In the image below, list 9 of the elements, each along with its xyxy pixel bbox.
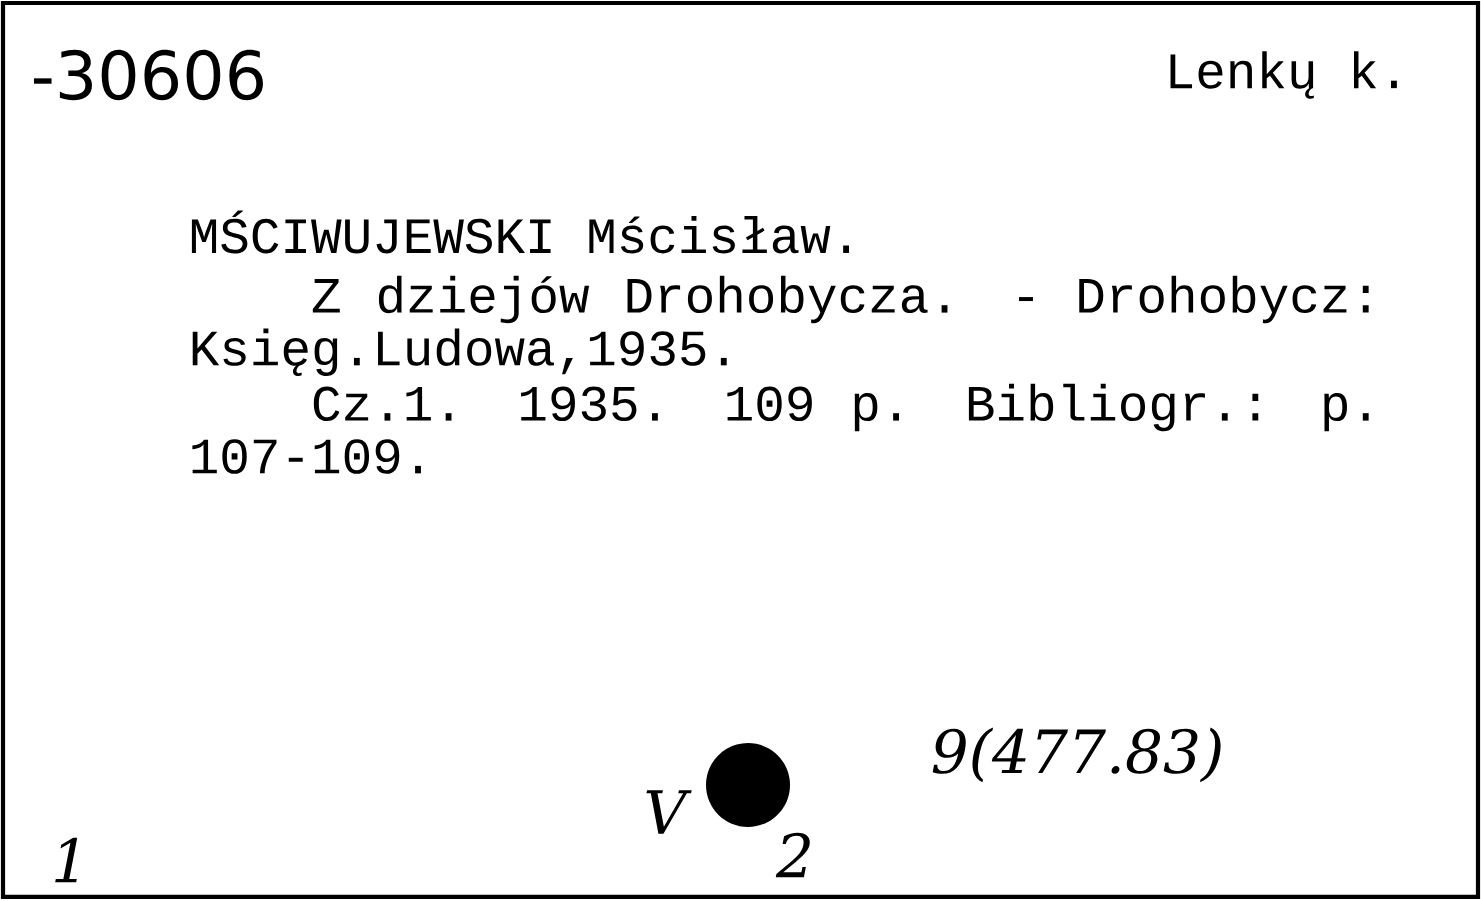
- description-entry: Cz.1. 1935. 109 p. Bibliogr.: p. 107-109.: [192, 383, 1369, 474]
- call-number: -30606: [33, 49, 263, 101]
- collection-note: Lenkų k.: [1170, 51, 1397, 99]
- classification-number: 9(477.83): [932, 727, 1221, 783]
- handwritten-number: 2: [775, 832, 810, 878]
- handwritten-number: 1: [55, 837, 78, 883]
- author-heading: MŚCIWUJEWSKI Mścisław.: [191, 210, 849, 254]
- punch-hole: [706, 743, 790, 827]
- title-entry: Z dziejów Drohobycza. - Drohobycz: Księg.Ludowa,1935.: [192, 275, 1369, 376]
